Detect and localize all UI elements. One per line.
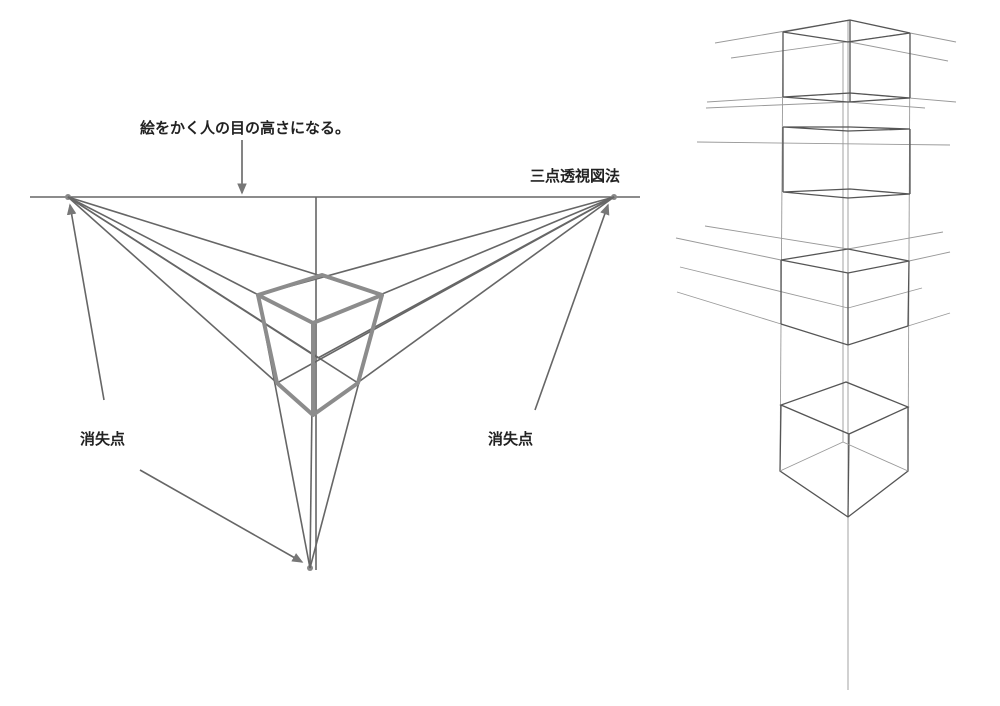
column-cube-1 xyxy=(782,19,911,103)
vanishing-point-right-label: 消失点 xyxy=(488,430,534,448)
arrow-to-right-vp xyxy=(534,203,610,411)
column-cube-3 xyxy=(780,248,910,346)
left-vp-lines xyxy=(67,196,383,416)
column-construction-lines xyxy=(675,19,957,690)
column-cube-2 xyxy=(782,126,911,199)
vanishing-point-left-label: 消失点 xyxy=(80,430,126,448)
column-cube-4 xyxy=(779,381,910,518)
eye-level-label: 絵をかく人の目の高さになる。 xyxy=(140,119,351,137)
stacked-cube-column xyxy=(675,19,957,690)
diagram-title: 三点透視図法 xyxy=(530,167,621,185)
arrow-to-left-vp xyxy=(66,203,105,401)
cube-three-point xyxy=(256,273,384,417)
arrow-to-bottom-vp xyxy=(139,469,304,563)
